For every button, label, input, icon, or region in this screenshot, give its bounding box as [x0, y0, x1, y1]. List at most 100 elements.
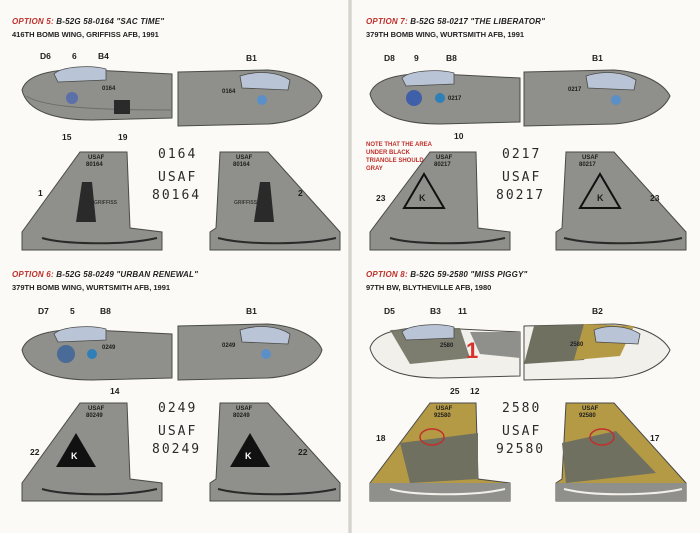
option-7-nose-profile [369, 70, 521, 125]
option-8-fin-left-usaf: USAF [436, 406, 453, 412]
option-5-callout-b4: B4 [98, 51, 109, 61]
option-8-nose-serial: 2580 [440, 343, 454, 349]
option-6-usaf: USAF [158, 424, 198, 439]
option-5-nose-profile [21, 66, 173, 121]
black-triangle [402, 172, 446, 209]
option-5-callout-d6: D6 [40, 51, 51, 61]
option-6-callout-22-right: 22 [298, 447, 308, 457]
option-7-note: NOTE THAT THE AREA UNDER BLACK TRIANGLE … [366, 142, 434, 172]
option-7-fin-left-letter: K [419, 193, 426, 203]
option-5-nose-serial: 0164 [102, 86, 116, 92]
option-5-fin-left-serial: 80164 [86, 162, 103, 168]
option-5-fin-left-usaf: USAF [88, 155, 105, 161]
option-5-nose-right-serial: 0164 [222, 89, 236, 95]
option-6-unit: 379TH BOMB WING, WURTSMITH AFB, 1991 [12, 283, 171, 292]
option-8-aircraft: B-52G 59-2580 "MISS PIGGY" [410, 270, 528, 279]
option-7-callout-23-left: 23 [376, 193, 386, 203]
option-6-callout-5: 5 [70, 306, 75, 316]
option-6-fin-right-usaf: USAF [236, 406, 253, 412]
option-8-callout-b2: B2 [592, 306, 603, 316]
option-8-nose-right-serial: 2580 [570, 342, 584, 348]
option-5-callout-1: 1 [38, 188, 43, 198]
option-6-callout-22-left: 22 [30, 447, 40, 457]
option-8-callout-18: 18 [376, 433, 386, 443]
option-7-tail-serial: 80217 [496, 188, 546, 203]
option-5-callout-b1: B1 [246, 53, 257, 63]
option-7-usaf: USAF [502, 170, 542, 185]
nose-art-emblem [66, 92, 78, 104]
option-7-big-serial: 0217 [502, 147, 542, 162]
option-8-red-number: 1 [466, 338, 479, 363]
option-6-nose-serial: 0249 [102, 345, 116, 351]
option-6-fin-left-usaf: USAF [88, 406, 105, 412]
option-8-fin-right [555, 402, 687, 502]
nose-art-silhouette [114, 100, 130, 114]
option-7-fin-left-usaf: USAF [436, 155, 453, 161]
option-5-fin-right-usaf: USAF [236, 155, 253, 161]
option-7-label: OPTION 7: [366, 17, 408, 26]
option-8-callout-17: 17 [650, 433, 660, 443]
option-5-fin-left [21, 151, 163, 251]
option-7-fin-right-letter: K [597, 193, 604, 203]
option-5-label: OPTION 5: [12, 17, 54, 26]
option-6-fin-right [209, 402, 341, 502]
option-8-fin-left [369, 402, 511, 502]
option-6-tail-serial: 80249 [152, 442, 202, 457]
option-8-tail-serial: 92580 [496, 442, 546, 457]
option-8-unit: 97TH BW, BLYTHEVILLE AFB, 1980 [366, 283, 492, 292]
option-7-unit: 379TH BOMB WING, WURTSMITH AFB, 1991 [366, 30, 525, 39]
option-7-nose-serial: 0217 [448, 96, 462, 102]
option-8-callout-b3: B3 [430, 306, 441, 316]
option-8-fin-left-serial: 92580 [434, 413, 451, 419]
option-5-unit: 416TH BOMB WING, GRIFFISS AFB, 1991 [12, 30, 159, 39]
option-8-fin-right-serial: 92580 [579, 413, 596, 419]
option-7-fin-right-usaf: USAF [582, 155, 599, 161]
option-8-usaf: USAF [502, 424, 542, 439]
option-6-fin-left [21, 402, 163, 502]
option-5-fin-left-text: GRIFFISS [94, 200, 118, 206]
option-6-callout-d7: D7 [38, 306, 49, 316]
option-5-fin-right [209, 151, 341, 251]
option-6-aircraft: B-52G 58-0249 "URBAN RENEWAL" [56, 270, 199, 279]
option-6-fin-right-letter: K [245, 451, 252, 461]
option-8-callout-11: 11 [458, 306, 467, 316]
option-7-fin-left [369, 151, 511, 251]
option-5-title: OPTION 5: B-52G 58-0164 "SAC TIME" [12, 17, 164, 26]
option-7-callout-b8: B8 [446, 53, 457, 63]
option-8-callout-12: 12 [470, 386, 480, 396]
black-triangle [56, 433, 96, 467]
option-8-big-serial: 2580 [502, 401, 542, 416]
option-8-callout-d5: D5 [384, 306, 395, 316]
option-6-nose-right-profile [177, 323, 323, 381]
option-5-callout-19: 19 [118, 132, 128, 142]
option-7-callout-9: 9 [414, 53, 419, 63]
option-6-callout-14: 14 [110, 386, 120, 396]
option-5-callout-6: 6 [72, 51, 77, 61]
option-5-callout-2: 2 [298, 188, 303, 198]
nose-art-emblem [57, 345, 75, 363]
option-6-big-serial: 0249 [158, 401, 198, 416]
option-7-callout-10: 10 [454, 131, 464, 141]
option-6-fin-right-serial: 80249 [233, 413, 250, 419]
option-5-usaf: USAF [158, 170, 198, 185]
option-6-title: OPTION 6: B-52G 58-0249 "URBAN RENEWAL" [12, 270, 198, 279]
option-6-callout-b1: B1 [246, 306, 257, 316]
option-7-nose-right-serial: 0217 [568, 87, 582, 93]
option-6-callout-b8: B8 [100, 306, 111, 316]
option-5-callout-15: 15 [62, 132, 72, 142]
option-6-label: OPTION 6: [12, 270, 54, 279]
option-7-fin-right-serial: 80217 [579, 162, 596, 168]
option-6-nose-right-serial: 0249 [222, 343, 236, 349]
option-5-big-serial: 0164 [158, 147, 198, 162]
option-7-fin-left-serial: 80217 [434, 162, 451, 168]
option-5-tail-serial: 80164 [152, 188, 202, 203]
cockpit-window [53, 66, 107, 83]
option-7-nose-right-profile [523, 69, 671, 127]
option-8-nose-profile [369, 324, 521, 379]
page-spine [348, 0, 352, 533]
option-7-aircraft: B-52G 58-0217 "THE LIBERATOR" [410, 17, 546, 26]
option-8-title: OPTION 8: B-52G 59-2580 "MISS PIGGY" [366, 270, 528, 279]
nose-art-emblem [406, 90, 422, 106]
option-8-callout-25: 25 [450, 386, 460, 396]
